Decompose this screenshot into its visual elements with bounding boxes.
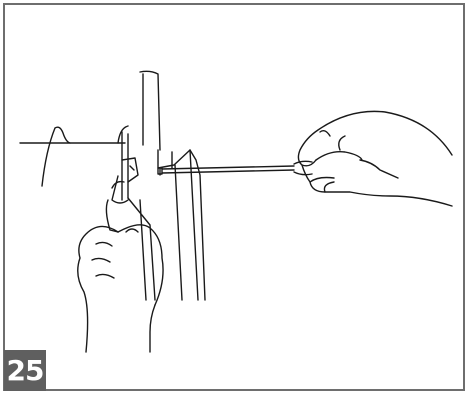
step-number-badge: 25 <box>4 350 46 391</box>
machine-body <box>139 70 206 301</box>
screwdriver-icon <box>157 160 313 176</box>
fabric-flap <box>19 125 129 187</box>
mechanism-part <box>121 131 156 301</box>
hand-holding-pliers-icon <box>77 175 164 353</box>
hand-holding-screwdriver-icon <box>297 110 453 207</box>
figure-frame <box>3 3 465 391</box>
